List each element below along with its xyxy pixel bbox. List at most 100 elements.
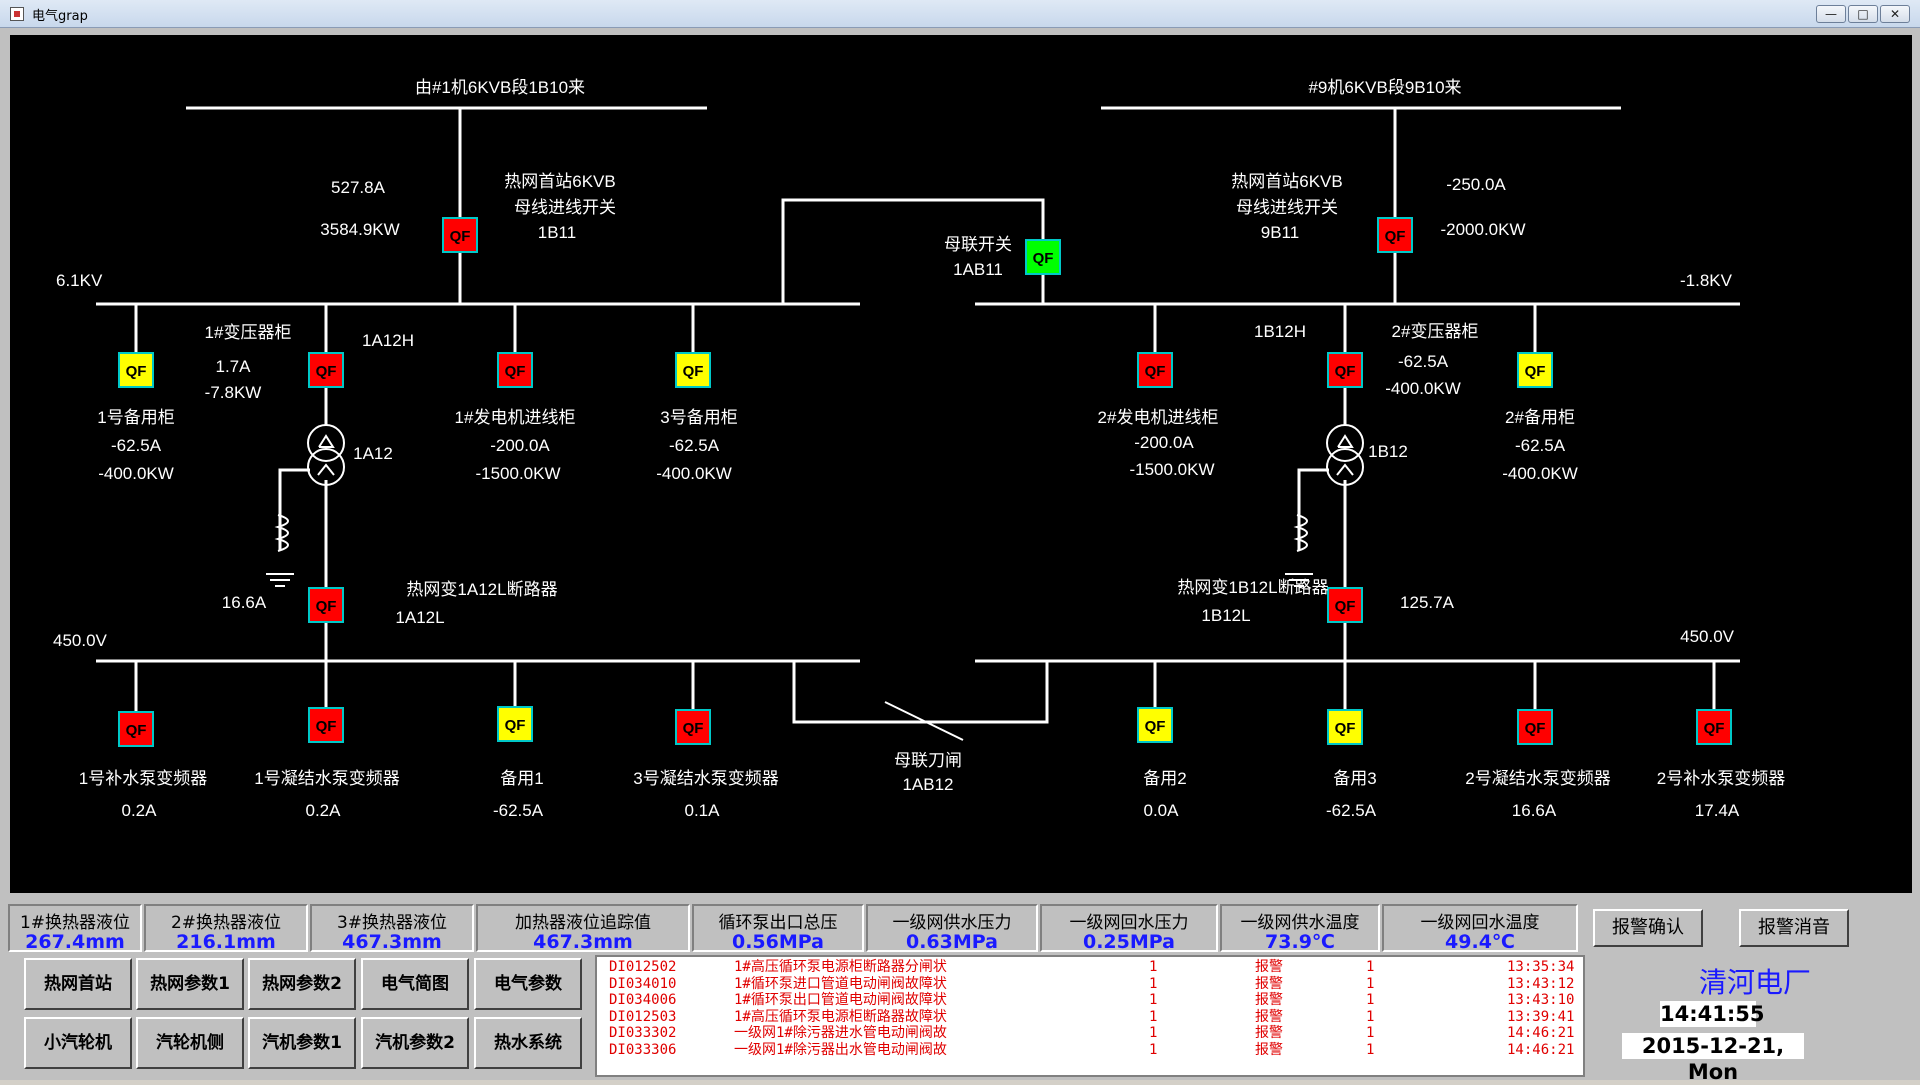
alarm-time: 13:43:12	[1507, 975, 1575, 992]
tie-breaker-code: 1AB11	[953, 260, 1003, 279]
breaker-makeup-pump-1-vfd[interactable]: QF	[118, 711, 154, 747]
breaker-label: QF	[1525, 363, 1546, 380]
feeder-name-spare-2: 备用2	[1143, 769, 1186, 788]
breaker-1a12l-code: 1A12L	[395, 608, 444, 627]
breaker-transformer-cabinet-1[interactable]: QF	[308, 352, 344, 388]
tie-knife-name: 母联刀闸	[894, 751, 962, 770]
breaker-label: QF	[1704, 720, 1725, 737]
breaker-spare-3[interactable]: QF	[1327, 709, 1363, 745]
breaker-transformer-cabinet-2[interactable]: QF	[1327, 352, 1363, 388]
feeder-name-transformer-1: 1#变压器柜	[205, 323, 292, 342]
breaker-label: QF	[683, 720, 704, 737]
alarm-time: 13:43:10	[1507, 992, 1575, 1008]
sensor-label: 一级网供水压力	[892, 913, 1012, 933]
breaker-spare-cabinet-1[interactable]: QF	[118, 352, 154, 388]
nav-button[interactable]: 热网参数1	[136, 958, 244, 1010]
feeder-name-generator-1: 1#发电机进线柜	[455, 408, 576, 427]
feeder-current-spare-2: -62.5A	[1515, 436, 1566, 455]
sensor-label: 3#换热器液位	[336, 913, 448, 933]
feeder-name-makeup-pump-1-vfd: 1号补水泵变频器	[79, 769, 207, 788]
nav-button[interactable]: 热水系统	[474, 1017, 582, 1069]
alarm-code: DI034010	[609, 975, 677, 992]
breaker-condensate-pump-2-vfd[interactable]: QF	[1517, 709, 1553, 745]
app-icon	[10, 7, 24, 21]
alarm-desc: 1#高压循环泵电源柜断路器分闸状	[734, 959, 947, 975]
breaker-spare-cabinet-2[interactable]: QF	[1517, 352, 1553, 388]
nav-button[interactable]: 电气简图	[361, 958, 469, 1010]
breaker-1a12l-name: 热网变1A12L断路器	[406, 580, 557, 599]
breaker-1b12l[interactable]: QF	[1327, 587, 1363, 623]
breaker-condensate-pump-3-vfd[interactable]: QF	[675, 709, 711, 745]
breaker-1a12l[interactable]: QF	[308, 587, 344, 623]
sensor-value: 0.56MPa	[731, 931, 825, 953]
feeder-current-spare-3: -62.5A	[1326, 801, 1377, 820]
breaker-spare-cabinet-3[interactable]: QF	[675, 352, 711, 388]
alarm-type: 报警	[1255, 1041, 1283, 1058]
plant-name: 清河电厂	[1698, 966, 1811, 999]
alarm-v2: 1	[1366, 992, 1375, 1008]
close-button[interactable]: ✕	[1880, 5, 1910, 23]
breaker-label: QF	[316, 363, 337, 380]
breaker-spare-1[interactable]: QF	[497, 706, 533, 742]
breaker-label: QF	[316, 718, 337, 735]
alarm-time: 14:46:21	[1507, 1025, 1575, 1041]
electrical-one-line-diagram: QF QF QF QF QF QF QF QF QF QF QF QF QF QF QF QF QF QF QF QF…	[10, 35, 1912, 893]
tie-knife-code: 1AB12	[902, 775, 953, 794]
breaker-1a12l-current: 16.6A	[222, 593, 267, 612]
sensor-label: 2#换热器液位	[170, 913, 282, 933]
alarm-time: 14:46:21	[1507, 1041, 1575, 1058]
sensor-label: 1#换热器液位	[19, 913, 131, 933]
alarm-v1: 1	[1149, 1041, 1158, 1058]
nav-button[interactable]: 小汽轮机	[24, 1017, 132, 1069]
nav-button[interactable]: 汽轮机侧	[136, 1017, 244, 1069]
sensor-value: 0.63MPa	[905, 931, 999, 953]
nav-button[interactable]: 电气参数	[474, 958, 582, 1010]
breaker-label: QF	[1033, 250, 1054, 267]
incoming-breaker-left[interactable]: QF	[442, 217, 478, 253]
breaker-makeup-pump-2-vfd[interactable]: QF	[1696, 709, 1732, 745]
feeder-current-makeup-pump-2-vfd: 17.4A	[1695, 801, 1740, 820]
alarm-type: 报警	[1255, 959, 1283, 975]
nav-button[interactable]: 汽机参数1	[248, 1017, 356, 1069]
incoming-right-current: -250.0A	[1446, 175, 1506, 194]
feeder-name-transformer-2: 2#变压器柜	[1392, 322, 1479, 341]
breaker-condensate-pump-1-vfd[interactable]: QF	[308, 707, 344, 743]
feeder-power-transformer-1: -7.8KW	[205, 383, 262, 402]
minimize-button[interactable]: —	[1816, 5, 1846, 23]
sensor-value: 0.25MPa	[1082, 931, 1176, 953]
alarm-confirm-button[interactable]: 报警确认	[1593, 909, 1703, 947]
feeder-name-spare-2: 2#备用柜	[1505, 408, 1575, 427]
alarm-silence-button[interactable]: 报警消音	[1739, 909, 1849, 947]
breaker-label: QF	[1525, 720, 1546, 737]
breaker-label: QF	[1145, 718, 1166, 735]
breaker-spare-2[interactable]: QF	[1137, 707, 1173, 743]
breaker-generator-1-cabinet[interactable]: QF	[497, 352, 533, 388]
alarm-desc: 1#高压循环泵电源柜断路器故障状	[734, 1008, 947, 1025]
alarm-code: DI034006	[609, 992, 677, 1008]
feeder-current-generator-1: -200.0A	[490, 436, 550, 455]
incoming-breaker-right[interactable]: QF	[1377, 217, 1413, 253]
tie-breaker[interactable]: QF	[1025, 239, 1061, 275]
nav-button[interactable]: 热网参数2	[248, 958, 356, 1010]
tie-knife-blade	[884, 701, 964, 741]
nav-button[interactable]: 汽机参数2	[361, 1017, 469, 1069]
alarm-v1: 1	[1149, 959, 1158, 975]
nav-button[interactable]: 热网首站	[24, 958, 132, 1010]
incoming-right-code: 9B11	[1261, 223, 1299, 242]
transformer-code-1a12: 1A12	[353, 444, 393, 463]
maximize-button[interactable]: □	[1848, 5, 1878, 23]
alarm-desc: 一级网1#除污器出水管电动闸阀故	[734, 1041, 947, 1058]
breaker-generator-2-cabinet[interactable]: QF	[1137, 352, 1173, 388]
